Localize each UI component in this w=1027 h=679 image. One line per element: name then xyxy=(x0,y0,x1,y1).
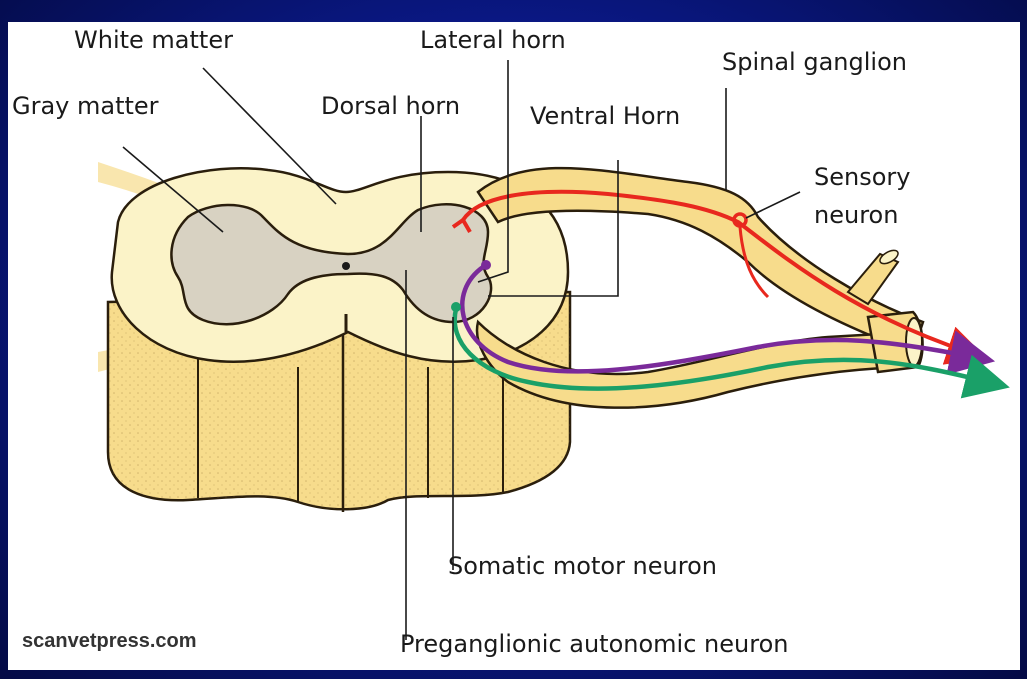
gray-matter-region xyxy=(170,203,493,326)
central-canal xyxy=(342,262,350,270)
dorsal-horn-label: Dorsal horn xyxy=(321,92,461,120)
somatic-motor-neuron-label: Somatic motor neuron xyxy=(448,552,717,580)
autonomic-neuron-path xyxy=(460,265,996,375)
sensory-neuron-label: Sensory neuron xyxy=(814,163,911,230)
sensory-neuron-path xyxy=(461,189,987,365)
preganglionic-autonomic-neuron-label: Preganglionic autonomic neuron xyxy=(400,630,789,658)
motor-cell-body xyxy=(451,302,461,312)
white-matter-label: White matter xyxy=(74,26,233,54)
nerve-cut-end xyxy=(905,317,923,367)
spinal-ganglion-label: Spinal ganglion xyxy=(722,48,907,76)
gray-matter-label: Gray matter xyxy=(12,92,159,120)
spinal-cord-diagram xyxy=(98,60,1010,640)
diagram-panel: White matter Gray matter Lateral horn Do… xyxy=(8,22,1020,670)
autonomic-cell-body xyxy=(481,260,491,270)
leader-lines xyxy=(122,60,801,640)
source-credit: scanvetpress.com xyxy=(22,630,197,652)
sensory-cell-body xyxy=(732,212,748,228)
motor-neuron-path xyxy=(452,308,1010,399)
dorsal-root xyxy=(476,166,925,354)
lateral-horn-label: Lateral horn xyxy=(420,26,566,54)
ramus-branch xyxy=(846,252,900,306)
ventral-horn-label: Ventral Horn xyxy=(530,102,681,130)
